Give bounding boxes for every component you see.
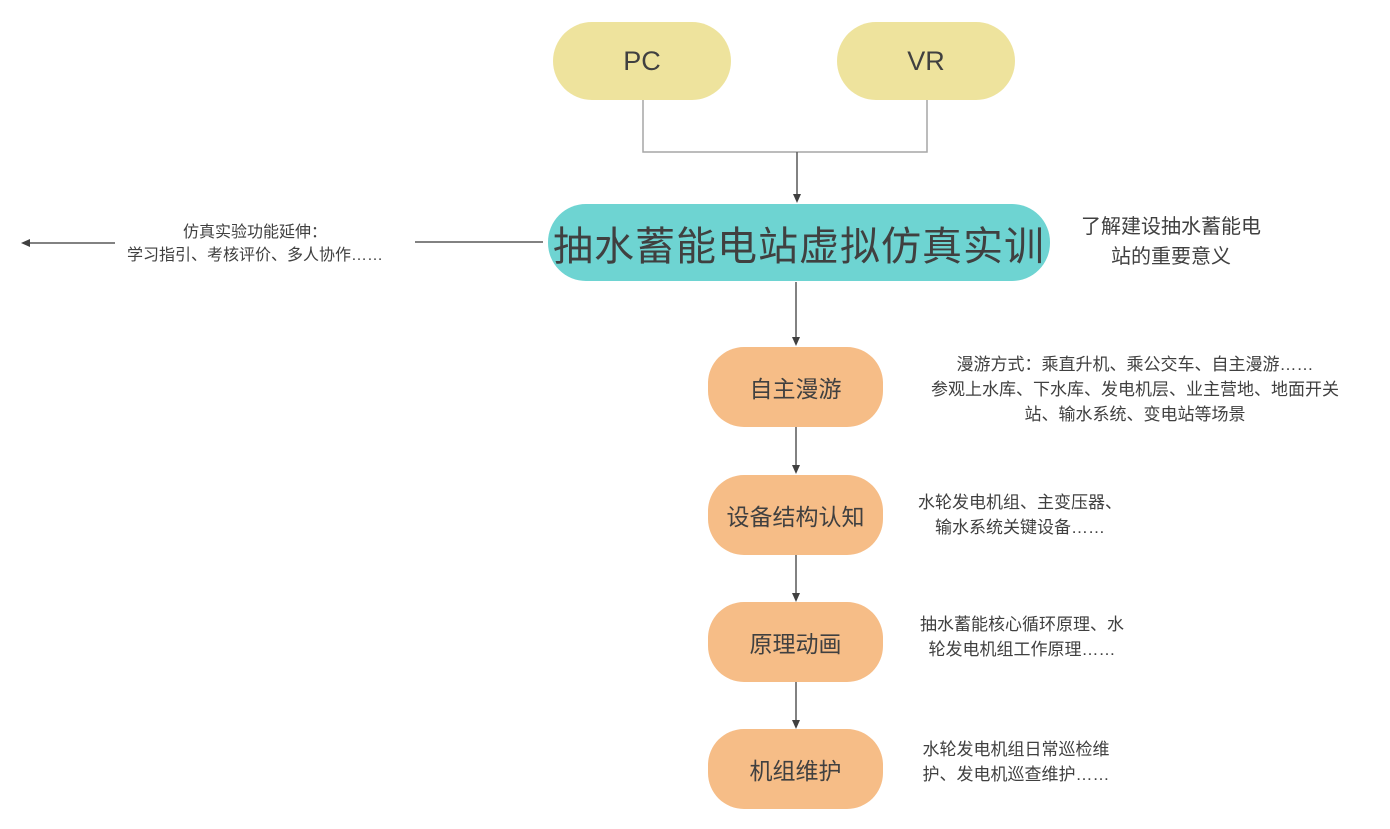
platform-label: PC <box>623 45 661 76</box>
platform-node-vr: VR <box>837 22 1015 100</box>
platform-node-pc: PC <box>553 22 731 100</box>
step-node-equipment: 设备结构认知 <box>708 475 883 555</box>
main-title-node: 抽水蓄能电站虚拟仿真实训 <box>548 204 1050 281</box>
left-extension-note: 仿真实验功能延伸： 学习指引、考核评价、多人协作…… <box>126 224 383 264</box>
step-node-roaming: 自主漫游 <box>708 347 883 427</box>
step-description-roaming: 漫游方式：乘直升机、乘公交车、自主漫游…… 参观上水库、下水库、发电机层、业主营… <box>931 355 1339 424</box>
step-description-principle: 抽水蓄能核心循环原理、水 轮发电机组工作原理…… <box>920 615 1124 659</box>
step-label: 机组维护 <box>749 758 842 784</box>
step-node-principle: 原理动画 <box>708 602 883 682</box>
step-description-equipment: 水轮发电机组、主变压器、 输水系统关键设备…… <box>918 493 1122 537</box>
step-description-maintenance: 水轮发电机组日常巡检维 护、发电机巡查维护…… <box>922 740 1110 784</box>
step-label: 设备结构认知 <box>726 504 865 530</box>
merge-bracket-line <box>642 100 928 153</box>
main-title-label: 抽水蓄能电站虚拟仿真实训 <box>553 224 1045 269</box>
step-node-maintenance: 机组维护 <box>708 729 883 809</box>
platform-label: VR <box>907 45 945 76</box>
step-label: 原理动画 <box>749 631 842 657</box>
right-purpose-note: 了解建设抽水蓄能电 站的重要意义 <box>1081 216 1261 268</box>
step-label: 自主漫游 <box>749 376 842 402</box>
